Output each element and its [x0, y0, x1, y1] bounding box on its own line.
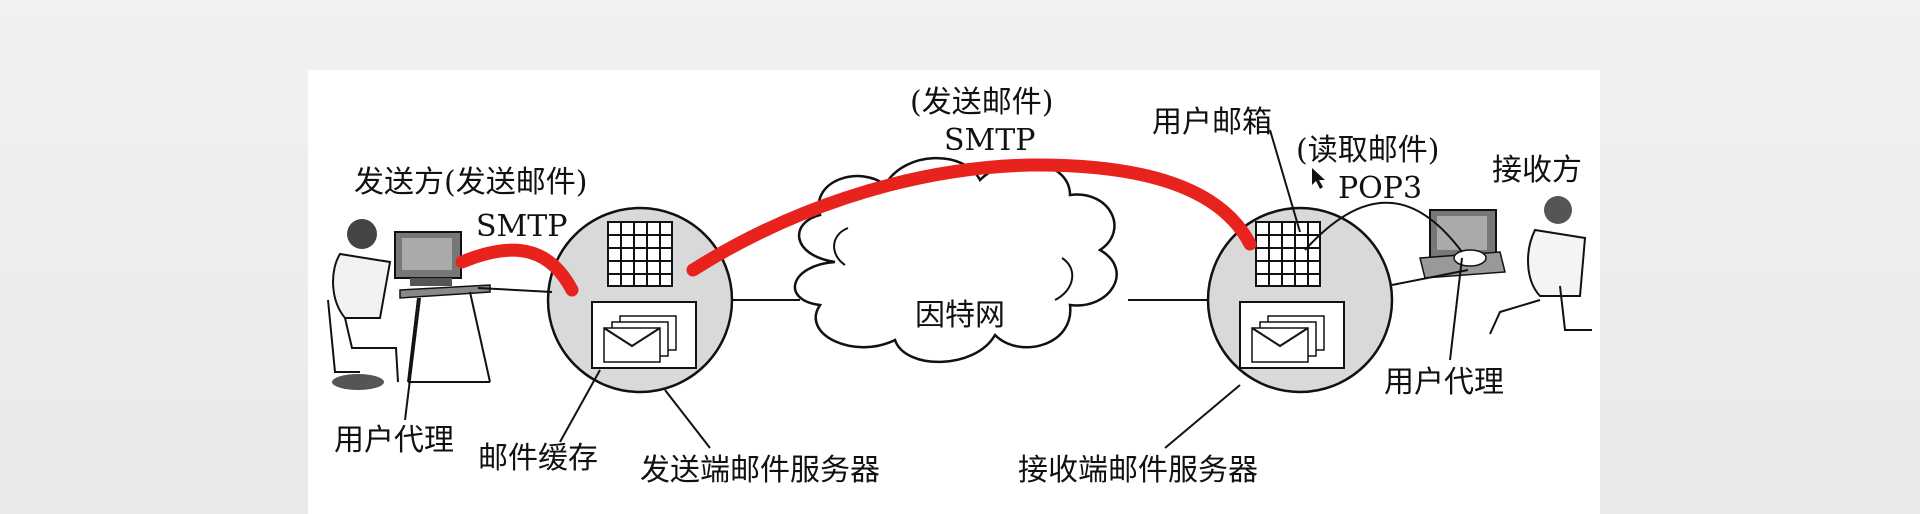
receiver-server-label: 接收端邮件服务器: [1018, 453, 1258, 488]
mailbox-label: 用户邮箱: [1152, 105, 1272, 140]
envelope-stack-icon: [1240, 302, 1344, 368]
envelope-stack-icon: [592, 302, 696, 368]
relay-label: (发送邮件): [910, 85, 1053, 120]
relay-protocol-label: SMTP: [944, 123, 1035, 158]
user-agent-left-label: 用户代理: [334, 423, 454, 458]
read-protocol-label: POP3: [1338, 171, 1422, 206]
mail-cache-label: 邮件缓存: [478, 441, 598, 476]
internet-label: 因特网: [915, 298, 1005, 333]
sender-label: 发送方(发送邮件): [354, 165, 587, 200]
user-agent-right-label: 用户代理: [1384, 365, 1504, 400]
receiver-label: 接收方: [1492, 153, 1582, 188]
mailbox-grid-icon: [608, 222, 672, 286]
receiver-mail-server: [1208, 208, 1392, 392]
mailbox-grid-icon: [1256, 222, 1320, 286]
sender-server-label: 发送端邮件服务器: [640, 453, 880, 488]
read-label: (读取邮件): [1296, 133, 1439, 168]
sender-protocol-label: SMTP: [476, 209, 567, 244]
sender-mail-server: [548, 208, 732, 392]
